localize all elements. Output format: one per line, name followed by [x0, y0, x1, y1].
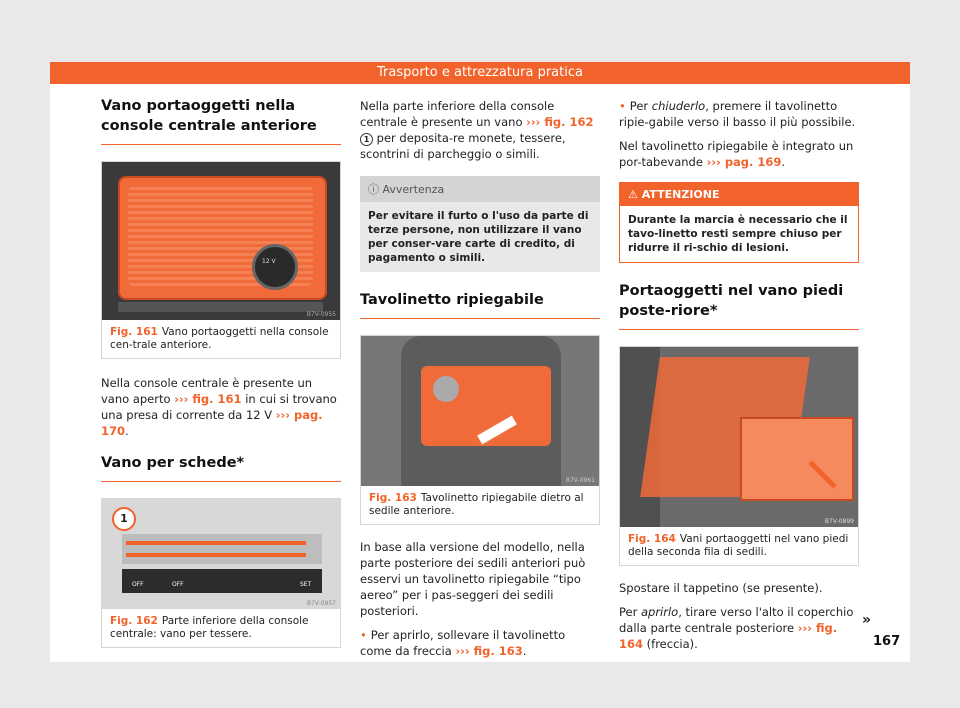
paragraph: Nel tavolinetto ripiegabile è integrato … [619, 139, 854, 169]
info-icon: ⓘ [368, 183, 383, 196]
section-title-footwell: Portaoggetti nel vano piedi poste-riore* [619, 281, 859, 330]
paragraph: Spostare il tappetino (se presente). [619, 581, 823, 595]
paragraph: Nella parte inferiore della console cent… [360, 99, 594, 161]
fig-link[interactable]: ››› fig. 163 [455, 644, 523, 658]
tray-table-image: B7V-0961 [361, 336, 599, 486]
page-link[interactable]: ››› pag. 169 [706, 155, 782, 169]
section-title-table: Tavolinetto ripiegabile [360, 290, 600, 319]
paragraph: In base alla versione del modello, nella… [360, 540, 586, 618]
note-box: ⓘ Avvertenza Per evitare il furto o l'us… [360, 176, 600, 272]
warning-header: ⚠ ATTENZIONE [620, 183, 858, 206]
bullet-icon: • [360, 628, 367, 642]
paragraph: Per aprirlo, tirare verso l'alto il cope… [619, 605, 854, 651]
paragraph: •Per chiuderlo, premere il tavolinetto r… [619, 99, 856, 129]
column-3: •Per chiuderlo, premere il tavolinetto r… [619, 98, 859, 660]
section-title-cards: Vano per schede* [101, 453, 341, 482]
continue-mark: » [862, 612, 872, 628]
column-1: Vano portaoggetti nella console centrale… [101, 96, 341, 648]
note-header: ⓘ Avvertenza [360, 176, 600, 202]
bullet-icon: • [619, 99, 626, 113]
paragraph: •Per aprirlo, sollevare il tavolinetto c… [360, 628, 566, 658]
card-slot-image: 1 OFF OFF SET B7V-0957 [102, 499, 340, 609]
fig-link[interactable]: ››› fig. 161 [174, 392, 242, 406]
warning-icon: ⚠ [628, 188, 642, 201]
console-tray-image: 12 V B7V-0955 [102, 162, 340, 320]
chapter-header: Trasporto e attrezzatura pratica [50, 62, 910, 84]
marker-1: 1 [112, 507, 136, 531]
footwell-storage-image: B7V-0899 [620, 347, 858, 527]
socket-label: 12 V [262, 258, 276, 265]
callout-number: 1 [360, 133, 373, 146]
warning-box: ⚠ ATTENZIONE Durante la marcia è necessa… [619, 182, 859, 263]
section-title-console: Vano portaoggetti nella console centrale… [101, 96, 341, 145]
fig-link[interactable]: ››› fig. 164 [619, 621, 838, 651]
page-number: 167 [873, 634, 901, 649]
column-2: Nella parte inferiore della console cent… [360, 98, 600, 667]
page-link[interactable]: ››› pag. 170 [101, 408, 323, 438]
fig-link[interactable]: ››› fig. 162 [526, 115, 594, 129]
paragraph: Nella console centrale è presente un van… [101, 376, 337, 438]
